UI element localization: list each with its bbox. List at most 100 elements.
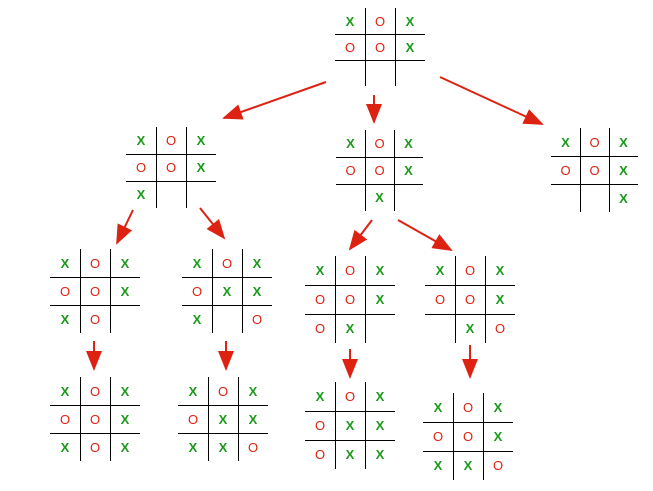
x-mark: X [120, 383, 130, 399]
arrow-l1-left-to-l2-a [116, 209, 134, 245]
x-mark: X [495, 292, 505, 307]
o-mark: O [89, 255, 101, 271]
x-mark: X [375, 447, 385, 462]
o-mark: O [314, 321, 326, 336]
arrow-l1-left-to-l2-b [199, 207, 226, 240]
grid-vertical-line [485, 256, 486, 343]
grid-horizontal-line [336, 184, 423, 185]
grid-vertical-line [455, 256, 456, 343]
grid-horizontal-line [305, 314, 395, 315]
grid-horizontal-line [423, 451, 513, 452]
grid-horizontal-line [126, 181, 216, 182]
grid-vertical-line [365, 256, 366, 343]
grid-vertical-line [335, 256, 336, 343]
x-mark: X [493, 429, 503, 444]
grid-horizontal-line [178, 433, 268, 434]
x-mark: X [433, 400, 443, 415]
x-mark: X [404, 136, 413, 151]
x-mark: X [619, 190, 628, 206]
grid-horizontal-line [423, 422, 513, 423]
x-mark: X [375, 418, 385, 433]
grid-horizontal-line [425, 314, 515, 315]
grid-vertical-line [242, 249, 243, 333]
o-mark: O [89, 283, 101, 299]
grid-vertical-line [335, 382, 336, 469]
arrow-l1-mid-to-l2-d [397, 219, 453, 251]
grid-horizontal-line [336, 157, 423, 158]
o-mark: O [89, 383, 101, 399]
arrow-l1-mid-to-l2-c [348, 219, 373, 251]
x-mark: X [495, 263, 505, 278]
grid-horizontal-line [178, 405, 268, 406]
x-mark: X [346, 136, 355, 151]
x-mark: X [188, 439, 198, 455]
x-mark: X [375, 263, 385, 278]
x-mark: X [345, 418, 355, 433]
o-mark: O [89, 311, 101, 327]
grid-vertical-line [394, 130, 395, 211]
x-mark: X [435, 263, 445, 278]
grid-horizontal-line [50, 277, 140, 278]
o-mark: O [344, 292, 356, 307]
x-mark: X [315, 389, 325, 404]
o-mark: O [464, 263, 476, 278]
x-mark: X [218, 439, 228, 455]
o-mark: O [464, 292, 476, 307]
x-mark: X [120, 283, 130, 299]
grid-vertical-line [609, 128, 610, 212]
o-mark: O [135, 160, 147, 175]
x-mark: X [222, 283, 232, 299]
x-mark: X [561, 134, 570, 150]
x-mark: X [192, 311, 202, 327]
o-mark: O [187, 411, 199, 427]
o-mark: O [374, 136, 385, 151]
o-mark: O [344, 389, 356, 404]
o-mark: O [560, 162, 571, 178]
grid-vertical-line [365, 130, 366, 211]
grid-vertical-line [80, 249, 81, 333]
x-mark: X [120, 439, 130, 455]
o-mark: O [589, 162, 600, 178]
x-mark: X [463, 458, 473, 473]
x-mark: X [619, 134, 628, 150]
grid-horizontal-line [335, 34, 425, 35]
grid-vertical-line [208, 377, 209, 461]
o-mark: O [374, 163, 385, 178]
o-mark: O [314, 447, 326, 462]
o-mark: O [89, 411, 101, 427]
x-mark: X [188, 383, 198, 399]
o-mark: O [221, 255, 233, 271]
grid-horizontal-line [126, 154, 216, 155]
grid-vertical-line [186, 127, 187, 208]
o-mark: O [589, 134, 600, 150]
x-mark: X [345, 321, 355, 336]
x-mark: X [405, 39, 415, 55]
o-mark: O [217, 383, 229, 399]
x-mark: X [619, 162, 628, 178]
x-mark: X [60, 255, 70, 271]
grid-vertical-line [212, 249, 213, 333]
grid-vertical-line [580, 128, 581, 212]
x-mark: X [248, 383, 258, 399]
grid-horizontal-line [50, 433, 140, 434]
x-mark: X [375, 292, 385, 307]
grid-vertical-line [483, 393, 484, 480]
grid-vertical-line [110, 249, 111, 333]
x-mark: X [493, 400, 503, 415]
grid-vertical-line [395, 8, 396, 86]
x-mark: X [345, 13, 355, 29]
x-mark: X [405, 13, 415, 29]
o-mark: O [251, 311, 263, 327]
o-mark: O [59, 411, 71, 427]
grid-horizontal-line [551, 184, 638, 185]
x-mark: X [248, 411, 258, 427]
